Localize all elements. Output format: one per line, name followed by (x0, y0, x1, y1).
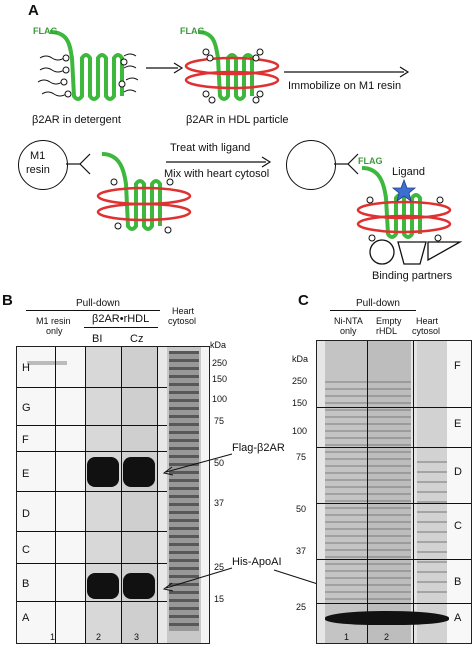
b2ar-rhdl-line (84, 327, 158, 328)
receptor-hdl-illustration (184, 30, 280, 104)
marker-b-150: 150 (212, 374, 228, 384)
m1-only-label-1: M1 resin (36, 316, 71, 326)
marker-b-100: 100 (212, 394, 228, 404)
lane-b-3: 3 (134, 632, 140, 642)
empty-label-1: Empty (376, 316, 402, 326)
row-b-d: D (22, 508, 30, 520)
m1-resin-label-1: M1 (30, 150, 46, 162)
immobilize-label: Immobilize on M1 resin (288, 80, 402, 92)
receptor-ligand-illustration (356, 166, 452, 242)
row-c-a: A (454, 612, 462, 624)
receptor-detergent-illustration (37, 30, 139, 101)
marker-b-75: 75 (214, 416, 225, 426)
binding-partners-label: Binding partners (372, 270, 453, 282)
kda-label-b: kDa (210, 340, 227, 350)
row-b-h: H (22, 362, 30, 374)
ligand-star-icon (391, 178, 417, 202)
gel-c (316, 340, 472, 644)
marker-c-25: 25 (296, 602, 307, 612)
binding-partner-shapes (369, 239, 463, 265)
cz-label: Cz (130, 333, 144, 345)
marker-c-37: 37 (296, 546, 307, 556)
marker-b-50: 50 (214, 458, 225, 468)
row-b-e: E (22, 468, 30, 480)
hdl-caption: β2AR in HDL particle (186, 114, 289, 126)
resin-bead-right (286, 140, 336, 190)
marker-c-250: 250 (292, 376, 308, 386)
arrow-1 (146, 62, 184, 74)
arrow-immobilize (284, 66, 410, 78)
m1-resin-label-2: resin (26, 164, 50, 176)
band-apoai-lane3 (123, 573, 155, 599)
row-b-b: B (22, 578, 30, 590)
flag-tag-label-2: FLAG (180, 26, 205, 36)
heart-label-c-1: Heart (416, 316, 439, 326)
m1-only-label-2: only (46, 326, 63, 336)
row-b-a: A (22, 612, 30, 624)
flag-tag-label-3: FLAG (358, 156, 383, 166)
gel-c-heart-stripes (417, 461, 447, 601)
marker-c-150: 150 (292, 398, 308, 408)
detergent-caption: β2AR in detergent (32, 114, 121, 126)
heart-label-b-1: Heart (172, 306, 195, 316)
lane-c-2: 2 (384, 632, 390, 642)
grid-b (17, 347, 167, 643)
kda-label-c: kDa (292, 354, 309, 364)
bi-label: BI (92, 333, 103, 345)
receptor-middle-illustration (96, 152, 192, 234)
lane-b-1: 1 (50, 632, 56, 642)
band-apoai-c (325, 611, 449, 625)
marker-c-100: 100 (292, 426, 308, 436)
grid-c (317, 341, 471, 643)
pulldown-label-c: Pull-down (356, 298, 400, 309)
ninta-label-1: Ni-NTA (334, 316, 363, 326)
gel-b (16, 346, 210, 644)
lane-b-2: 2 (96, 632, 102, 642)
row-c-b: B (454, 576, 462, 588)
row-b-f: F (22, 434, 29, 446)
flag-b2ar-arrow (162, 453, 233, 476)
heart-label-b-2: cytosol (168, 316, 197, 326)
ninta-label-2: only (340, 326, 357, 336)
m1-resin-bead (18, 140, 68, 190)
heart-label-c-2: cytosol (412, 326, 441, 336)
marker-b-25: 25 (214, 562, 225, 572)
row-c-e: E (454, 418, 462, 430)
marker-b-15: 15 (214, 594, 225, 604)
flag-b2ar-annotation: Flag-β2AR (232, 442, 285, 454)
heart-lane-smear (169, 351, 199, 631)
pulldown-label-b: Pull-down (76, 298, 120, 309)
empty-label-2: rHDL (376, 326, 398, 336)
gel-c-stripes (325, 381, 411, 601)
panel-b-letter: B (2, 292, 13, 309)
antibody-right (334, 153, 359, 175)
band-flag-b2ar-lane3 (123, 457, 155, 487)
marker-b-250: 250 (212, 358, 228, 368)
pulldown-line-c (330, 310, 416, 311)
lane1-faint-band (27, 361, 67, 365)
treat-label: Treat with ligand (170, 142, 251, 154)
band-flag-b2ar-lane2 (87, 457, 119, 487)
row-c-c: C (454, 520, 462, 532)
panel-a-letter: A (28, 2, 39, 19)
ligand-label: Ligand (392, 166, 426, 178)
mix-label: Mix with heart cytosol (164, 168, 270, 180)
antibody-left (66, 153, 91, 175)
marker-c-75: 75 (296, 452, 307, 462)
marker-b-37: 37 (214, 498, 225, 508)
panel-c-letter: C (298, 292, 309, 309)
row-c-d: D (454, 466, 462, 478)
row-b-c: C (22, 544, 30, 556)
row-c-f: F (454, 360, 461, 372)
flag-tag-label-1: FLAG (33, 26, 58, 36)
pulldown-line-b (26, 310, 160, 311)
arrow-treat (166, 156, 272, 168)
his-apoai-arrow-b (162, 567, 233, 592)
lane-c-1: 1 (344, 632, 350, 642)
b2ar-rhdl-label: β2AR•rHDL (92, 313, 150, 325)
row-b-g: G (22, 402, 31, 414)
band-apoai-lane2 (87, 573, 119, 599)
marker-c-50: 50 (296, 504, 307, 514)
his-apoai-annotation: His-ApoAI (232, 556, 282, 568)
